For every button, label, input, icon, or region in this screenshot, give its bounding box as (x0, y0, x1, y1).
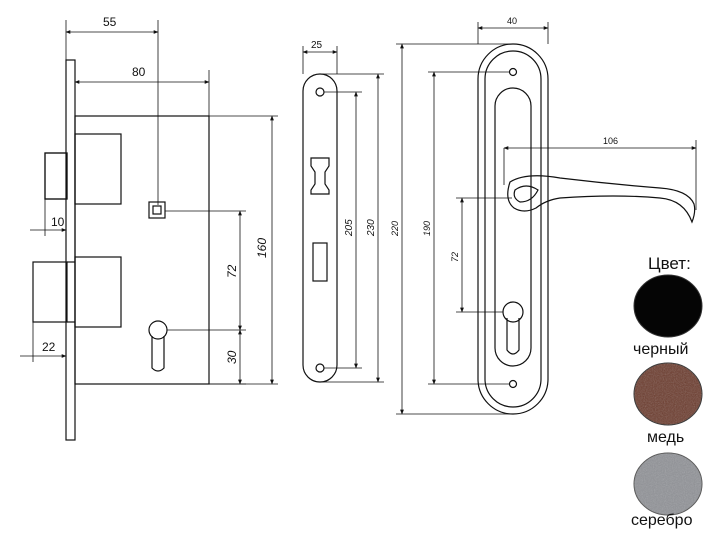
lock-body-drawing (32, 59, 210, 441)
dim-cylinder-drop: 30 (225, 350, 239, 364)
latch-block (74, 133, 122, 205)
color-legend-swatches (633, 274, 703, 516)
faceplate-latch-opening (310, 157, 330, 195)
faceplate-bottom-screw (315, 363, 325, 373)
dim-body-width: 80 (132, 65, 146, 79)
dim-center-distance: 72 (225, 264, 239, 278)
color-label-silver: серебро (631, 512, 693, 529)
dim-deadbolt-offset: 22 (42, 340, 56, 354)
dim-faceplate-hole-spacing: 205 (344, 219, 355, 237)
handle-cylinder-hole (502, 301, 524, 323)
dead-bolt (32, 261, 68, 323)
color-label-copper: медь (647, 429, 685, 446)
lock-front-plate (65, 59, 76, 441)
dim-faceplate-length: 230 (366, 219, 377, 237)
color-swatch-black (633, 274, 703, 338)
handle-bottom-screw (508, 379, 518, 389)
lock-case (74, 115, 210, 385)
handle-top-screw (508, 67, 518, 77)
faceplate-dimension-lines (302, 46, 384, 383)
deadbolt-block (74, 256, 122, 328)
latch-bolt (44, 152, 68, 200)
color-legend-title: Цвет: (648, 254, 691, 273)
faceplate-deadbolt-opening (312, 242, 328, 282)
dim-backset: 55 (103, 15, 117, 29)
handle-plate-drawing (477, 43, 696, 415)
handle-dimension-lines (396, 22, 697, 415)
dim-handle-hole-spacing: 190 (422, 221, 432, 236)
dim-handle-length: 220 (390, 221, 400, 237)
dim-body-height: 160 (255, 238, 269, 258)
dim-lever-length: 106 (603, 136, 618, 146)
faceplate-outline (302, 73, 338, 383)
spindle-hole (148, 201, 166, 219)
dim-handle-width: 40 (507, 16, 517, 26)
handle-lever (507, 175, 696, 224)
dim-faceplate-width: 25 (311, 40, 323, 51)
faceplate-top-screw (315, 87, 325, 97)
handle-plate-inner (484, 50, 542, 408)
color-label-black: черный (633, 341, 689, 358)
handle-plate-outline (477, 43, 549, 415)
faceplate-drawing (302, 73, 338, 383)
handle-plate-recess (494, 87, 532, 367)
dim-faceplate-offset: 10 (51, 215, 65, 229)
dim-handle-center-distance: 72 (450, 252, 460, 262)
lock-dimension-lines (20, 20, 278, 385)
